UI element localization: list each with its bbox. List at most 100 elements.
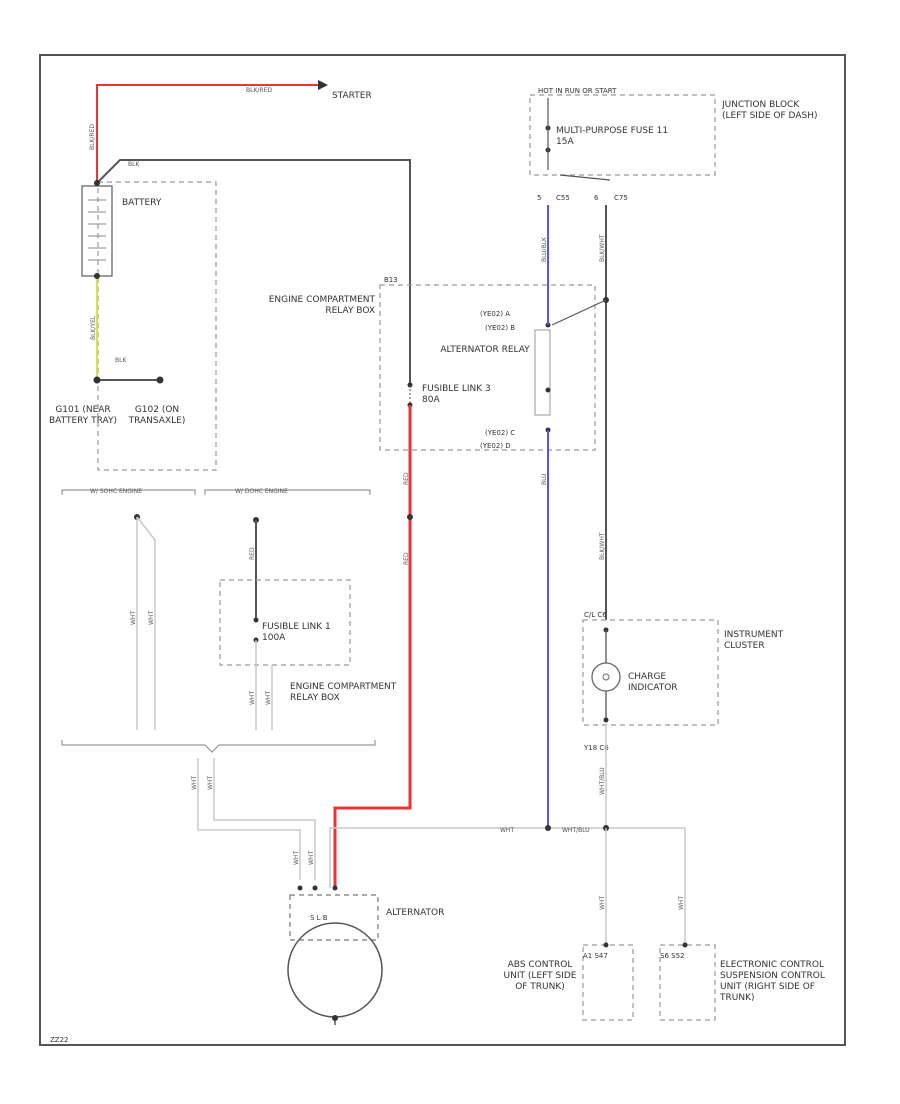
- engine-a-label: W/ SOHC ENGINE: [90, 488, 142, 495]
- engine-relay-box: [379, 284, 596, 451]
- relay-box-2-label-box: ENGINE COMPARTMENT RELAY BOX: [290, 682, 397, 703]
- alt-terminals: S L B: [310, 914, 328, 922]
- alt-term-s: [297, 885, 303, 891]
- wire-label-wht-bot-4: WHT: [308, 851, 315, 865]
- alternator-ground-dot: [332, 1015, 338, 1021]
- wire-label-wht-b: WHT: [148, 611, 155, 625]
- ecs-terminal: [682, 942, 688, 948]
- cluster-term-bottom: [603, 717, 609, 723]
- alt-term-b: [332, 885, 338, 891]
- starter-label: STARTER: [332, 91, 372, 101]
- wire-label-blk-wht-2: BLK/WHT: [599, 532, 606, 560]
- battery-label: BATTERY: [122, 198, 162, 208]
- conn-relay-b: (YE02) B: [485, 324, 515, 332]
- wire-label-wht-r2: WHT: [678, 896, 685, 910]
- jb-crossover: [559, 174, 611, 181]
- engine-relay-box-label: ENGINE COMPARTMENT RELAY BOX: [268, 295, 375, 316]
- relay-box-label-box: ENGINE COMPARTMENT RELAY BOX: [268, 295, 375, 316]
- bracket-bottom: [61, 740, 376, 753]
- conn-ecs: S6 S52: [660, 952, 684, 960]
- wire-label-wht-bot-3: WHT: [293, 851, 300, 865]
- charge-indicator-lamp: [591, 662, 621, 692]
- engine-b-label: W/ DOHC ENGINE: [235, 488, 288, 495]
- battery-cells: [88, 199, 106, 261]
- conn-cl-top: C/L C6: [584, 611, 607, 619]
- wire-label-blk-red-vert: BLK/RED: [89, 124, 96, 150]
- ground-g101-dot: [93, 376, 101, 384]
- battery-neg-terminal: [94, 273, 100, 279]
- conn-box-b13: B13: [384, 276, 398, 284]
- g102-label-box: G102 (ON TRANSAXLE): [128, 405, 186, 426]
- alternator-terminal-box: [289, 894, 379, 941]
- charge-indicator-label-box: CHARGE INDICATOR: [628, 672, 678, 693]
- conn-5: 5: [537, 194, 541, 202]
- battery-pos-terminal: [94, 180, 100, 186]
- wire-label-blu: BLU: [541, 473, 548, 485]
- wire-label-blk-wht: BLK/WHT: [599, 234, 606, 262]
- cluster-label-box: INSTRUMENT CLUSTER: [724, 630, 784, 651]
- splice-blu-wht: [545, 825, 551, 831]
- wire-label-blk-red-starter: BLK/RED: [246, 87, 272, 94]
- instrument-cluster-box: [582, 619, 719, 726]
- alt-relay-label-box: ALTERNATOR RELAY: [440, 345, 530, 355]
- instrument-cluster-label: INSTRUMENT CLUSTER: [724, 630, 784, 651]
- wire-wht-bot-1: [197, 758, 301, 880]
- fl3-label-box: FUSIBLE LINK 3 80A: [422, 384, 491, 405]
- junction-block-label: JUNCTION BLOCK (LEFT SIDE OF DASH): [722, 100, 818, 121]
- wire-label-red-1: RED: [403, 472, 410, 485]
- abs-label-box: ABS CONTROL UNIT (LEFT SIDE OF TRUNK): [503, 960, 577, 992]
- wire-label-wht-bot-2: WHT: [207, 776, 214, 790]
- wire-label-wht-a: WHT: [130, 611, 137, 625]
- wire-label-wht-r1: WHT: [599, 896, 606, 910]
- conn-abs: A1 S47: [583, 952, 608, 960]
- conn-6: 6: [594, 194, 599, 202]
- alternator-symbol: [287, 922, 383, 1018]
- wire-label-wht-d: WHT: [265, 691, 272, 705]
- ground-g102-label: G102 (ON TRANSAXLE): [128, 405, 186, 426]
- wire-label-wht-c: WHT: [249, 691, 256, 705]
- wire-wht-b: [136, 516, 156, 730]
- fusible-link-1-label: FUSIBLE LINK 1 100A: [262, 622, 331, 643]
- ecs-label-box: ELECTRONIC CONTROL SUSPENSION CONTROL UN…: [720, 960, 825, 1003]
- alternator-label: ALTERNATOR: [386, 908, 444, 918]
- wire-label-blk-batt: BLK: [128, 161, 140, 168]
- diagram-frame: [39, 54, 846, 1046]
- wire-label-wht-bot-1: WHT: [191, 776, 198, 790]
- wire-wht-bot-2: [213, 758, 316, 880]
- abs-control-unit-label: ABS CONTROL UNIT (LEFT SIDE OF TRUNK): [503, 960, 577, 992]
- conn-relay-c: (YE02) C: [485, 429, 515, 437]
- abs-terminal: [603, 942, 609, 948]
- wire-wht-bus: [329, 827, 686, 945]
- wire-label-blk-yel: BLK/YEL: [90, 315, 97, 340]
- figure-id: ZZ22: [50, 1036, 69, 1044]
- engine-relay-box-2-label: ENGINE COMPARTMENT RELAY BOX: [290, 682, 397, 703]
- wire-blk-wht-branch: [551, 299, 607, 326]
- hot-in-run-label: HOT IN RUN OR START: [538, 87, 617, 95]
- bracket-engine-b: [204, 489, 371, 495]
- starter-arrow: [318, 80, 328, 90]
- conn-relay-d: (YE02) D: [480, 442, 511, 450]
- conn-c55: C55: [556, 194, 570, 202]
- wire-label-wht-blu-2: WHT/BLU: [562, 827, 590, 834]
- conn-relay-a: (YE02) A: [480, 310, 510, 318]
- fl1-top: [253, 617, 259, 623]
- g101-label-box: G101 (NEAR BATTERY TRAY): [49, 405, 117, 426]
- wire-red-alt: [333, 405, 412, 888]
- multi-purpose-fuse-label: MULTI-PURPOSE FUSE 11 15A: [556, 126, 669, 147]
- jb-label-box: JUNCTION BLOCK (LEFT SIDE OF DASH): [722, 100, 818, 121]
- red-splice: [407, 514, 413, 520]
- wire-label-wht-blu: WHT/BLU: [599, 767, 606, 795]
- fuse11-label-box: MULTI-PURPOSE FUSE 11 15A: [556, 126, 669, 147]
- fl1-label-box: FUSIBLE LINK 1 100A: [262, 622, 331, 643]
- conn-cl-bot: Y18 C6: [583, 744, 609, 752]
- bracket-engine-a: [61, 489, 196, 495]
- alternator-relay-label: ALTERNATOR RELAY: [440, 345, 530, 355]
- relay-term-mid: [545, 387, 551, 393]
- wire-label-blu-blk: BLU/BLK: [541, 236, 548, 262]
- lamp-filament-icon: [602, 673, 610, 681]
- fusible-link-1-box: [219, 579, 351, 666]
- wire-label-red-dohc: RED: [249, 547, 256, 560]
- conn-c75: C75: [614, 194, 628, 202]
